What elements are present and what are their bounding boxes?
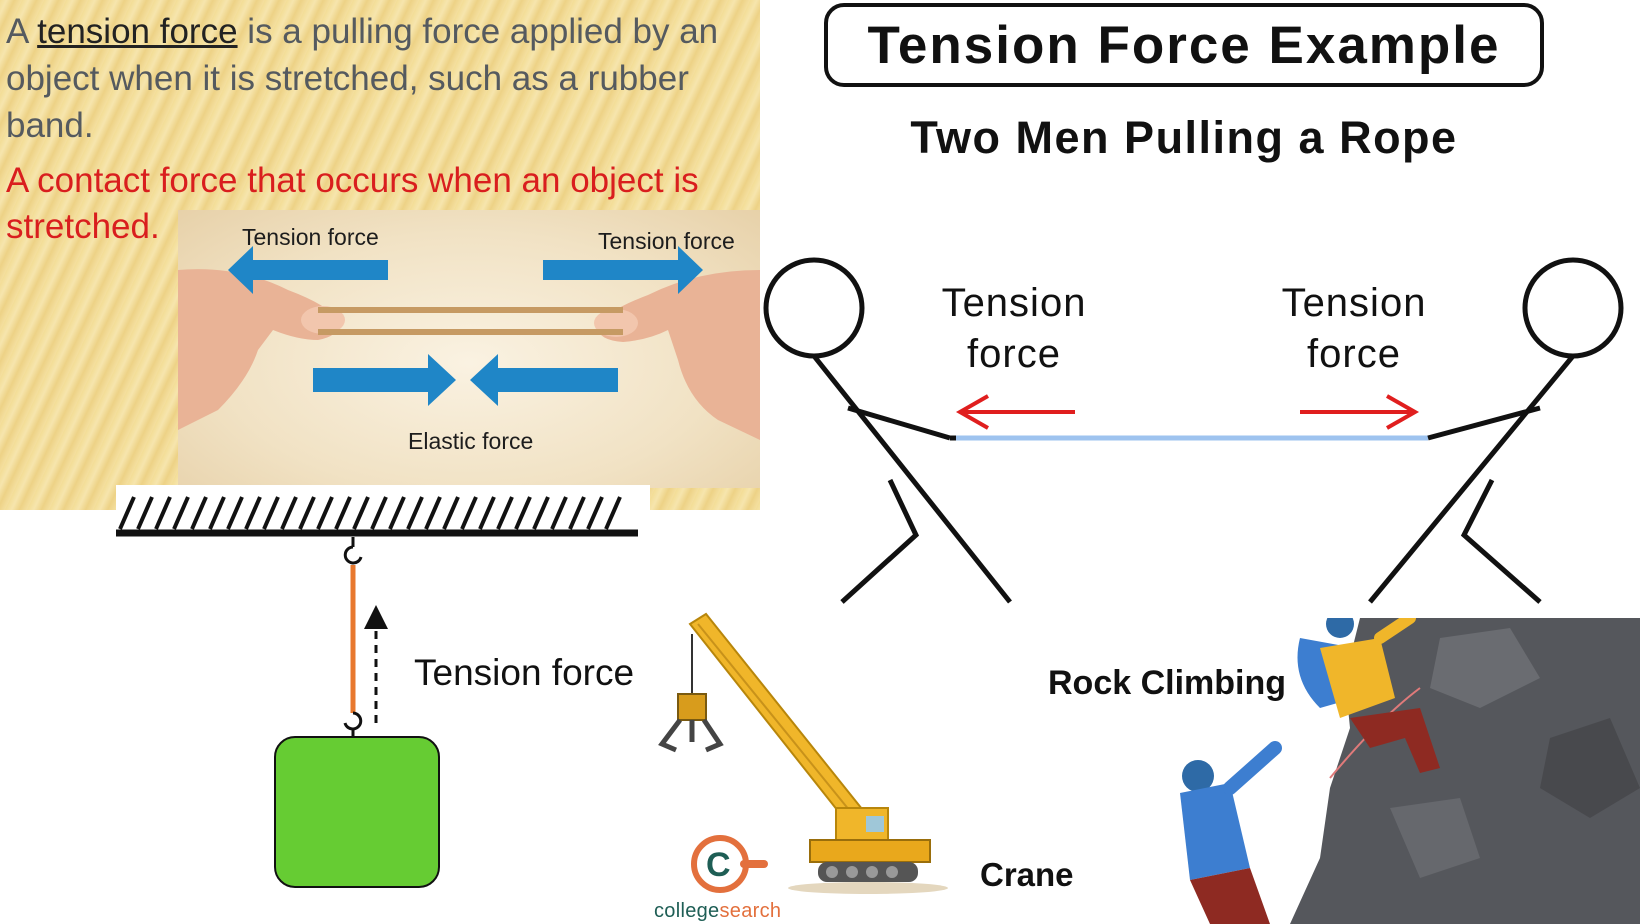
top-climber-pants — [1350, 708, 1440, 773]
green-mass-block — [274, 736, 440, 888]
crane-icon: C — [658, 612, 948, 894]
lower-hook-icon — [343, 711, 363, 731]
left-man-head — [763, 257, 865, 359]
rock-climbing-label: Rock Climbing — [1048, 664, 1287, 702]
left-tension-label: Tension force — [904, 278, 1124, 380]
tension-definition-slide: A tension force is a pulling force appli… — [0, 0, 760, 510]
right-tension-line2: force — [1307, 332, 1401, 376]
crane-label: Crane — [980, 856, 1074, 893]
photo-right-tension-label: Tension force — [598, 228, 735, 254]
photo-elastic-label: Elastic force — [408, 428, 534, 454]
bottom-climber-pants — [1190, 868, 1270, 924]
left-tension-line2: force — [967, 332, 1061, 376]
top-climber-helmet — [1326, 618, 1354, 638]
blue-arrow-elastic-left-icon — [470, 354, 618, 406]
rubber-band-illustration — [178, 246, 760, 440]
right-man-body — [1368, 354, 1575, 604]
left-man-body — [812, 354, 1012, 604]
arrow-up-icon — [364, 605, 388, 629]
bottom-climber-jacket — [1180, 783, 1250, 880]
svg-text:C: C — [706, 846, 731, 884]
right-man-head — [1522, 257, 1624, 359]
top-climber-jacket — [1320, 638, 1395, 718]
brand-part2: search — [719, 900, 782, 922]
collegesearch-brand: collegesearch — [654, 900, 781, 923]
brand-part1: college — [654, 900, 720, 922]
photo-left-tension-label: Tension force — [242, 224, 379, 250]
left-man-leg — [840, 478, 920, 604]
hanging-mass-diagram — [116, 485, 650, 888]
left-tension-line1: Tension — [941, 281, 1087, 325]
right-man-arm — [1427, 405, 1541, 441]
ceiling-hatching — [118, 496, 622, 530]
contact-force-definition: A contact force that occurs when an obje… — [6, 161, 699, 246]
blue-arrow-right-icon — [543, 246, 703, 294]
blue-arrow-left-icon — [228, 246, 388, 294]
hook-icon — [343, 545, 363, 565]
hanging-tension-label: Tension force — [414, 652, 635, 693]
right-hand-shape — [597, 270, 760, 440]
right-tension-line1: Tension — [1281, 281, 1427, 325]
left-hand-shape — [178, 269, 339, 430]
blue-arrow-elastic-right-icon — [313, 354, 456, 406]
definition-text: A tension force is a pulling force appli… — [6, 8, 756, 149]
left-man-arm — [847, 405, 951, 441]
rope-diagram-title: Tension Force Example — [824, 3, 1544, 87]
definition-suffix: is a pulling force applied by an object … — [6, 12, 719, 145]
rubber-band-photo: Tension force Tension force Elastic forc… — [178, 210, 760, 488]
definition-prefix: A — [6, 12, 28, 51]
bottom-climber-helmet — [1182, 760, 1214, 792]
definition-term-link[interactable]: tension force — [37, 12, 238, 51]
climber-icon — [1180, 618, 1640, 924]
rope-diagram-subtitle: Two Men Pulling a Rope — [910, 112, 1458, 163]
stick-figures-diagram — [763, 257, 1624, 604]
right-tension-label: Tension force — [1244, 278, 1464, 380]
right-man-leg — [1460, 478, 1542, 604]
